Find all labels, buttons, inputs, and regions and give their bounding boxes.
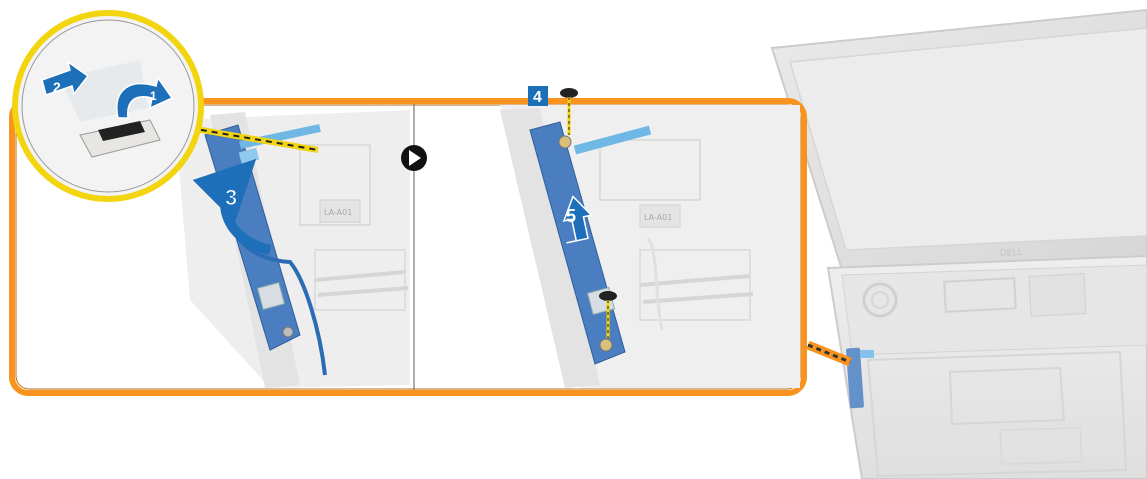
svg-text:4: 4 [533, 89, 542, 106]
connector-callout: 2 1 [15, 13, 201, 199]
left-board-chip: LA-A01 [324, 208, 352, 217]
right-board-chip: LA-A01 [644, 213, 672, 222]
step-5-label: 5 [566, 206, 576, 226]
laptop-illustration: DELL [772, 10, 1147, 479]
play-circle-icon [401, 145, 427, 171]
step-4-badge: 4 [528, 86, 548, 106]
svg-text:3: 3 [225, 185, 237, 210]
step-2-label: 2 [53, 79, 61, 95]
laptop-screen [790, 28, 1147, 250]
step-3-badge: 3 [225, 185, 237, 210]
step-1-label: 1 [150, 89, 157, 103]
laptop-logo: DELL [1000, 248, 1023, 259]
